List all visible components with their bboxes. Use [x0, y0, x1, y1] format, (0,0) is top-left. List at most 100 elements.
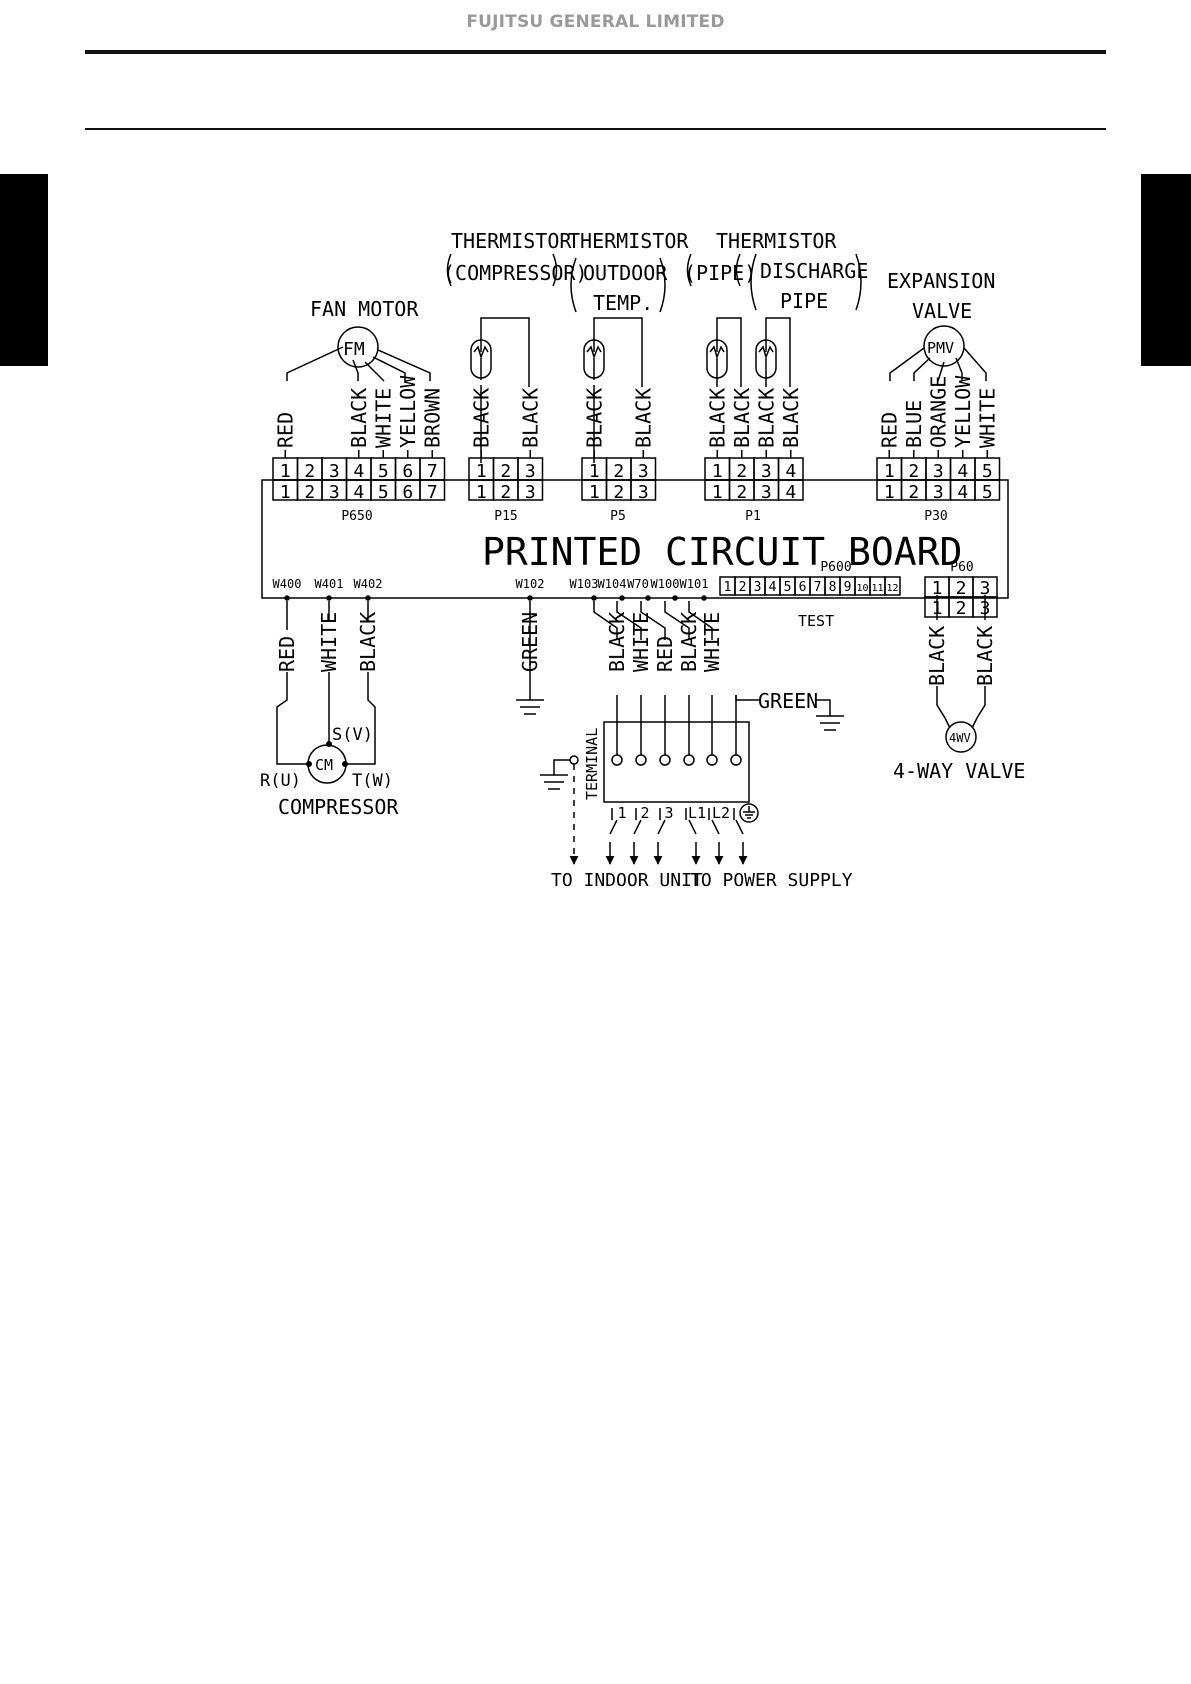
p15-pin-lower: [517, 479, 544, 501]
p650-wire-color: BLACK: [347, 388, 371, 448]
p30-pin-number: 1: [884, 482, 895, 503]
p1-pin-lower: [777, 479, 804, 501]
p5-pin-number: 1: [589, 461, 600, 482]
test-label: TEST: [798, 612, 834, 630]
thermistor-pipe-subtitle: (PIPE): [684, 261, 756, 285]
p600-pin-number: 8: [829, 580, 837, 595]
p30-pin-number: 2: [908, 461, 919, 482]
w102-wire-color: GREEN: [518, 612, 542, 672]
p650-pin-number: 4: [353, 482, 364, 503]
p60-pin-number: 2: [956, 578, 967, 599]
p650-wire-color: RED: [273, 412, 297, 448]
p1-name: P1: [745, 509, 761, 524]
p30-wire-color: ORANGE: [926, 376, 950, 448]
p600-pin: [884, 576, 901, 596]
p650-pin-number: 6: [402, 482, 413, 503]
p15-pin-number: 1: [476, 482, 487, 503]
p650-pin-number: 1: [280, 482, 291, 503]
fan-motor-label: FAN MOTOR: [310, 297, 419, 321]
p60-name: P60: [950, 560, 973, 575]
thermistor-compressor-icon: [470, 339, 492, 379]
p5-pin-lower: [630, 479, 657, 501]
p15-pin-number: 2: [500, 482, 511, 503]
p30-pin-number: 3: [933, 482, 944, 503]
p30-pin-number: 1: [884, 461, 895, 482]
p60-wire-color: BLACK: [973, 626, 997, 686]
p650-pin-number: 2: [304, 461, 315, 482]
p60-pin-lower: [972, 596, 998, 618]
w102-node: [527, 595, 533, 601]
w103-label: W103: [570, 577, 599, 591]
p60-pin-number: 3: [980, 578, 991, 599]
thermistor-outdoor-line1: OUTDOOR: [583, 261, 668, 285]
w100-label: W100: [651, 577, 680, 591]
four-way-valve-label: 4-WAY VALVE: [893, 759, 1025, 783]
p5-pin-number: 2: [613, 461, 624, 482]
w402-node: [365, 595, 371, 601]
p650-pin-number: 1: [280, 461, 291, 482]
w103-wire-color: BLACK: [605, 612, 629, 672]
p30-wire-color: RED: [877, 412, 901, 448]
fan-motor-icon: [337, 326, 379, 368]
p15-wire-color: BLACK: [469, 388, 493, 448]
w101-node: [701, 595, 707, 601]
p30-pin-number: 4: [957, 482, 968, 503]
p650-pin-number: 7: [427, 461, 438, 482]
thermistor-outdoor-icon: [583, 339, 605, 379]
p15-wire-color: BLACK: [518, 388, 542, 448]
w70-label: W70: [627, 577, 649, 591]
terminal-number: 1: [617, 804, 626, 822]
p15-pin-number: 3: [525, 482, 536, 503]
four-wv-symbol-label: 4WV: [949, 731, 971, 745]
four-way-valve-icon: [945, 721, 977, 753]
fm-symbol-label: FM: [343, 339, 365, 360]
w101-label: W101: [680, 577, 709, 591]
p15-pin-number: 3: [525, 461, 536, 482]
header-rule-thin: [85, 128, 1106, 130]
s-v-label: S(V): [332, 725, 373, 745]
p600-pin-number: 7: [814, 580, 822, 595]
thermistor-discharge-icon: [755, 339, 777, 379]
p1-pin-number: 4: [785, 461, 796, 482]
p5-name: P5: [610, 509, 626, 524]
expansion-valve-subtitle: VALVE: [912, 299, 972, 323]
p650-pin-number: 2: [304, 482, 315, 503]
earth-terminal-icon: [739, 803, 759, 823]
terminal-number: 3: [664, 804, 673, 822]
p600-pin-number: 12: [886, 583, 898, 594]
terminal-number: L2: [712, 804, 730, 822]
p1-wire-color: BLACK: [754, 388, 778, 448]
p30-pin-number: 2: [908, 482, 919, 503]
thermistor-pipe-title: THERMISTOR: [716, 229, 837, 253]
w402-wire-color: BLACK: [356, 612, 380, 672]
w401-wire-color: WHITE: [317, 612, 341, 672]
expansion-valve-icon: [923, 325, 965, 367]
r-u-label: R(U): [260, 771, 301, 791]
w104-node: [619, 595, 625, 601]
w401-label: W401: [315, 577, 344, 591]
p600-pin-number: 4: [769, 580, 777, 595]
p650-wire-color: BROWN: [420, 388, 444, 448]
p650-pin-number: 4: [353, 461, 364, 482]
w103-node: [591, 595, 597, 601]
p60-pin-number: 2: [956, 598, 967, 619]
w101-wire-color: WHITE: [700, 612, 724, 672]
left-edge-tab: [0, 174, 48, 366]
p600-pin-number: 2: [739, 580, 747, 595]
p1-wire-color: BLACK: [730, 388, 754, 448]
thermistor-discharge-line2: PIPE: [780, 289, 828, 313]
pcb-title: PRINTED CIRCUIT BOARD: [482, 530, 962, 574]
p650-name: P650: [341, 509, 372, 524]
w400-wire-color: RED: [275, 636, 299, 672]
p650-pin-number: 5: [378, 461, 389, 482]
p30-pin-number: 4: [957, 461, 968, 482]
terminal-screw: [730, 754, 742, 766]
p1-pin-number: 1: [712, 482, 723, 503]
p650-pin-number: 3: [329, 482, 340, 503]
p650-pin-number: 3: [329, 461, 340, 482]
thermistor-discharge-line1: DISCHARGE: [760, 259, 868, 283]
expansion-valve-title: EXPANSION: [887, 269, 995, 293]
p60-pin-number: 1: [932, 578, 943, 599]
p1-wire-color: BLACK: [705, 388, 729, 448]
